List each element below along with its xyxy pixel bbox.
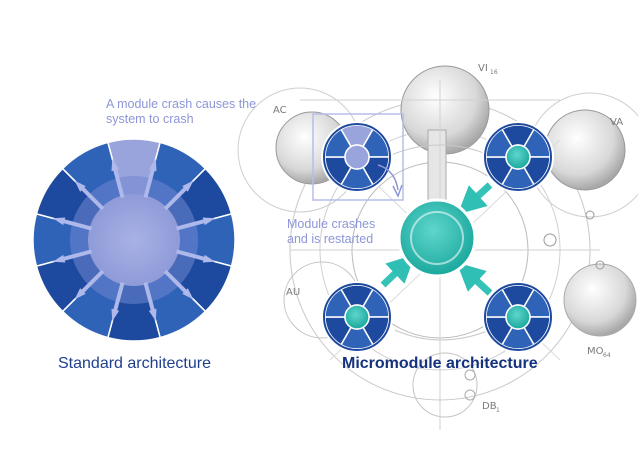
standard-architecture-title: Standard architecture [58, 355, 211, 372]
micromodule-unit-bottom-left [321, 281, 393, 353]
micromodule-architecture-diagram [321, 121, 554, 353]
connector-bottom-right [456, 262, 493, 296]
micromodule-unit-top-right [482, 121, 554, 193]
micromodule-unit-crashed [321, 121, 393, 193]
sketch-sphere-lower-right [563, 263, 637, 337]
micro-crash-note-line2: and is restarted [287, 232, 374, 246]
micromodule-unit-bottom-right [482, 281, 554, 353]
crash-spread-arrows [52, 158, 216, 322]
restart-arrow-icon [377, 164, 399, 191]
sketch-labels: AC VI 16 VA AU MO 64 DB 1 [273, 63, 623, 414]
sketch-label-au: AU [286, 287, 300, 298]
sketch-label-db-sub: 1 [496, 407, 500, 414]
connector-top-right [457, 182, 493, 215]
sketch-label-vi-sub: 16 [490, 69, 498, 76]
micromodule-connectors [380, 182, 493, 296]
standard-core-crashed [88, 194, 180, 286]
standard-crash-note-line1: A module crash causes the [106, 97, 257, 111]
micromodule-architecture-title: Micromodule architecture [342, 355, 538, 372]
connector-bottom-left [380, 254, 416, 288]
crash-highlight-frame [312, 113, 404, 201]
sketch-label-va: VA [610, 117, 623, 128]
micromodule-units [321, 121, 554, 353]
technical-sketch-background [237, 65, 638, 430]
standard-crash-note-line2: system to crash [106, 112, 194, 126]
standard-architecture-diagram [31, 137, 237, 343]
micro-crash-note-line1: Module crashes [287, 217, 376, 231]
sketch-label-mo: MO [587, 346, 604, 357]
sketch-label-ac: AC [273, 105, 287, 116]
sketch-label-db: DB [482, 401, 497, 412]
sketch-label-mo-sub: 64 [603, 352, 611, 359]
sketch-label-vi: VI [478, 63, 488, 74]
